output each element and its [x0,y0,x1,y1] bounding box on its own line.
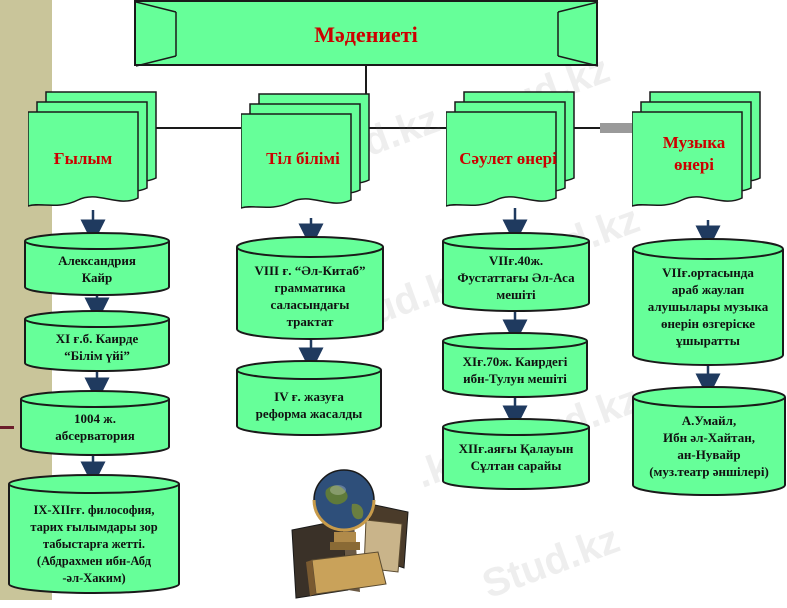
cylinder-text: IX-XIIғғ. философия, тарих ғылымдары зор… [30,503,158,585]
cylinder-item: XIIғ.аяғы Қалауын Сұлтан сарайы [442,418,590,490]
cylinder-text: XI ғ.б. Каирде “Білім үйі” [55,331,139,363]
side-rule [0,426,14,429]
heading-muzyka-oneri: Музыка өнері [632,90,762,220]
cylinder-item: XI ғ.б. Каирде “Білім үйі” [24,310,170,372]
heading-ghylym: Ғылым [28,90,158,220]
cylinder-text: VIII ғ. “Әл-Китаб” грамматика саласындағ… [254,263,366,329]
globe-books-image [282,460,422,600]
cylinder-text: XIғ.70ж. Каирдегі ибн-Тулун мешіті [462,354,568,386]
cylinder-item: 1004 ж. абсерватория [20,390,170,456]
cylinder-text: VIIғ.ортасында араб жаулап алушылары муз… [647,265,769,348]
cylinder-item: А.Умайл, Ибн әл-Хайтан, ан-Нувайр (муз.т… [632,386,786,496]
cylinder-text: IV ғ. жазуға реформа жасалды [255,389,363,421]
cylinder-item: VIII ғ. “Әл-Китаб” грамматика саласындағ… [236,236,384,340]
cylinder-text: 1004 ж. абсерватория [55,411,135,443]
page-title: Мәдениеті [314,22,418,47]
heading-label: Тіл білімі [266,149,340,168]
cylinder-text: А.Умайл, Ибн әл-Хайтан, ан-Нувайр (муз.т… [649,413,769,479]
cylinder-item: VIIғ.40ж. Фустаттағы Әл-Аса мешіті [442,232,590,312]
cylinder-text: Александрия Кайр [58,253,136,285]
title-frame [136,2,599,67]
heading-label: Сәулет өнері [459,149,557,168]
heading-saulet-oneri: Сәулет өнері [446,90,576,220]
heading-label: Ғылым [53,149,113,168]
cylinder-item: IV ғ. жазуға реформа жасалды [236,360,382,436]
cylinder-text: XIIғ.аяғы Қалауын Сұлтан сарайы [458,441,574,473]
cylinder-item: VIIғ.ортасында араб жаулап алушылары муз… [632,238,784,366]
heading-label: Музыка өнері [662,133,726,174]
heading-til-bilimi: Тіл білімі [241,92,371,222]
cylinder-text: VIIғ.40ж. Фустаттағы Әл-Аса мешіті [457,253,575,302]
cylinder-item: Александрия Кайр [24,232,170,296]
cylinder-item: XIғ.70ж. Каирдегі ибн-Тулун мешіті [442,332,588,398]
cylinder-item: IX-XIIғғ. философия, тарих ғылымдары зор… [8,474,180,594]
title-box: Мәдениеті [134,0,599,67]
